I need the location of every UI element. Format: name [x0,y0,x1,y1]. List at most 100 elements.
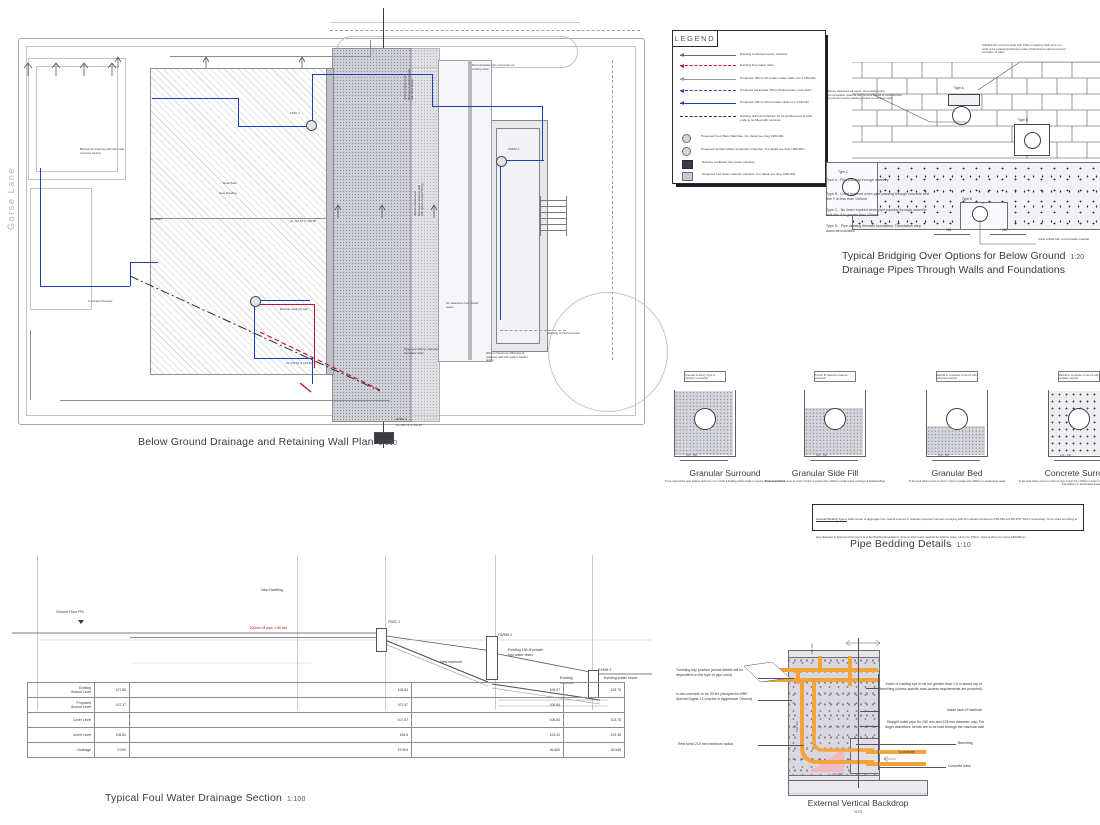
section-label-existing-drain: Existing 150 Ø private foul water drain [508,648,544,657]
legend-row[interactable]: Existing combined foul sewer manhole [682,160,820,169]
backdrop-title: External Vertical Backdrop NTS [790,798,926,814]
dim-label-150a: 150 [946,228,952,232]
dimension-arrows-top [114,56,306,68]
plan-note-bin-store: Bin Store [150,217,162,221]
pipe-icon [824,408,846,430]
table-row[interactable]: Cover Level 107.57 106.84 103.75 [27,712,625,728]
legend-row-label: Existing Foul water drain [740,63,774,67]
existing-foul-drain-route [129,275,381,392]
row-label-line2: Ground Level [70,690,91,694]
existing-combined-manhole-icon [682,160,693,169]
legend-row-label: Proposed Surface Water Inspection Chambe… [701,147,805,151]
dim-label-150b: 150 [1002,228,1008,232]
pipe-icon [1068,408,1090,430]
plan-label-exmh3-levels: CL 103.75 IL 102.35 [396,423,422,427]
table-row[interactable]: Invert Level 106.80 106.8 104.20 102.35 [27,727,625,743]
manhole-fwmh2[interactable] [496,156,507,167]
bedding-title-1: Granular Surround [689,468,761,478]
pipe-icon [694,408,716,430]
bedding-concrete-surround[interactable]: Backfill to remainder of trench with sui… [1034,368,1100,468]
site-plan[interactable]: Blockwork retaining wall with mass concr… [0,0,668,470]
legend-panel[interactable]: LEGEND Existing combined sewer, retained… [672,30,828,187]
bedding-top-label: Granular bedding (Type A) carefully comp… [684,371,726,382]
external-vertical-backdrop-detail[interactable]: 150 mm 150 mm min 150 Tumbling bay junct… [660,620,1100,825]
cell-value: 103.75 [563,712,625,728]
section-title-text: Typical Foul Water Drainage Section [105,792,283,804]
legend-row-label: Proposed perforated 75mm Ø land drain / … [740,88,812,92]
plan-note-existing-sewer: Existing combined sewer [548,331,580,335]
manhole-exmh3[interactable] [374,432,394,444]
section-label-new-manhole: New manhole [440,660,462,664]
manhole-fwic1[interactable] [306,120,317,131]
bedding-note-2: To be used where cover to crown of pipe … [764,480,886,483]
cell-value: 107.37 [94,697,130,713]
pipe-section-type-c [842,178,860,196]
bridging-detail[interactable]: Type A Type B Type C Type D 150 150 Y Su… [826,36,1100,286]
plan-scale: 1:100 [378,440,398,447]
plan-note-reinforced-wall-b: 300mm Reinforced Blockwork retaining wal… [413,183,425,216]
rest-bend [800,728,874,764]
pipe-bedding-details[interactable]: Granular bedding (Type A) carefully comp… [660,368,1100,553]
legend-row[interactable]: Proposed Surface Water Inspection Chambe… [682,147,820,156]
proposed-masonry-manhole-icon [682,172,693,181]
bedding-title-text: Pipe Bedding Details [850,538,952,550]
plan-note-proposed-drain: Proposed 100mm diameter foul water drain [404,347,439,355]
proposed-surface-water-chamber-icon [682,147,691,156]
bridging-title-line2: Drainage Pipes Through Walls and Foundat… [842,264,1065,276]
plan-title: Below Ground Drainage and Retaining Wall… [138,436,397,448]
legend-row[interactable]: Proposed perforated 75mm Ø land drain / … [680,88,818,94]
plan-note-dwelling: Rear Patio [223,181,237,185]
row-label-line2: Ground Level [70,705,91,709]
bedding-granular-bed[interactable]: Backfill to remainder of trench with sel… [912,368,1000,468]
proposed-foul-water-drain-icon [680,100,736,106]
table-row[interactable]: Existing Ground Level 107.86 106.84 106.… [27,682,625,698]
bedding-granular-side-fill[interactable]: Trench fill (selected material removed) … [790,368,878,468]
section-label-fwmh2: FWMH 2 [498,633,513,637]
backdrop-label-insitu-concrete: In-situ concrete to be GEN3 (designed to… [676,692,753,701]
plan-note-rwp-connection: New rainwater pipe connection to existin… [472,63,515,71]
plan-label-fwmh2: FWMH 2 [508,147,520,151]
callout-lintel: Suitable RC concrete lintel with 150mm b… [982,43,1067,55]
legend-row[interactable]: Proposed Foul Water Manhole. For detail … [682,134,820,143]
legend-row-label: Proposed Foul Water Manhole. For detail … [701,134,784,138]
legend-row[interactable]: Existing Foul water drain [680,63,818,69]
bedding-dim: 100 - 150 [938,454,949,457]
cell-value: 106.8 [129,727,412,743]
legend-row[interactable]: Existing drain demolished. To be grubbed… [680,114,818,122]
table-row[interactable]: Proposed Ground Level 107.37 107.57 106.… [27,697,625,713]
legend-row[interactable]: Proposed 100mm Ø foul water drain min 1:… [680,100,818,106]
plan-label-exmh3: EXMH 3 [396,417,407,421]
row-label-chainage: Chainage [27,742,95,758]
section-manhole-fwic1[interactable] [376,628,387,652]
legend-row[interactable]: Proposed 150mm Ø surface water drain min… [680,76,818,82]
bridging-scale: 1:20 [1070,254,1085,261]
plan-note-reinforced-wall-a: 200mm Reinforced Blockwork retaining wal… [403,69,415,100]
plan-title-text: Below Ground Drainage and Retaining Wall… [138,436,374,448]
bridging-title: Typical Bridging Over Options for Below … [842,250,1084,277]
type-a-label: Type A [954,86,964,90]
cell-value: 26.660 [411,742,564,758]
proposed-surface-water-drain-icon [680,76,736,82]
existing-combined-sewer-icon [680,52,736,58]
section-label-exmh3: EXMH 3 [598,668,612,672]
callout-clearance: 50mm clearance all round. Void packed wi… [828,89,902,101]
cell-value: 107.86 [94,682,130,698]
manhole-fwmh-rear[interactable] [250,296,261,307]
backdrop-label-concrete-base: Concrete base [948,764,971,768]
bedding-granular-surround[interactable]: Granular bedding (Type A) carefully comp… [660,368,748,468]
table-row[interactable]: Chainage 0.000 19.904 26.660 33.945 [27,742,625,758]
legend-row[interactable]: Existing combined sewer, retained [680,52,818,58]
legend-row[interactable]: Proposed foul water masonic manhole. For… [682,172,820,181]
levels-table[interactable]: Existing Ground Level 107.86 106.84 106.… [27,682,625,758]
legend-tab: LEGEND [672,30,718,47]
dim-label-y: Y [982,202,985,206]
section-manhole-fwmh2[interactable] [486,636,498,680]
bedding-note-1: To be used where pipe passes within 1m o… [665,480,785,483]
street-label-gorse-lane: Gorse Lane [6,166,16,230]
backdrop-label-rodding-eye: Invert of rodding eye to be not greater … [880,682,982,691]
plan-note-retaining-wall: Blockwork retaining wall with mass concr… [80,147,125,155]
bedding-top-label: Trench fill (selected material removed) [814,371,856,382]
